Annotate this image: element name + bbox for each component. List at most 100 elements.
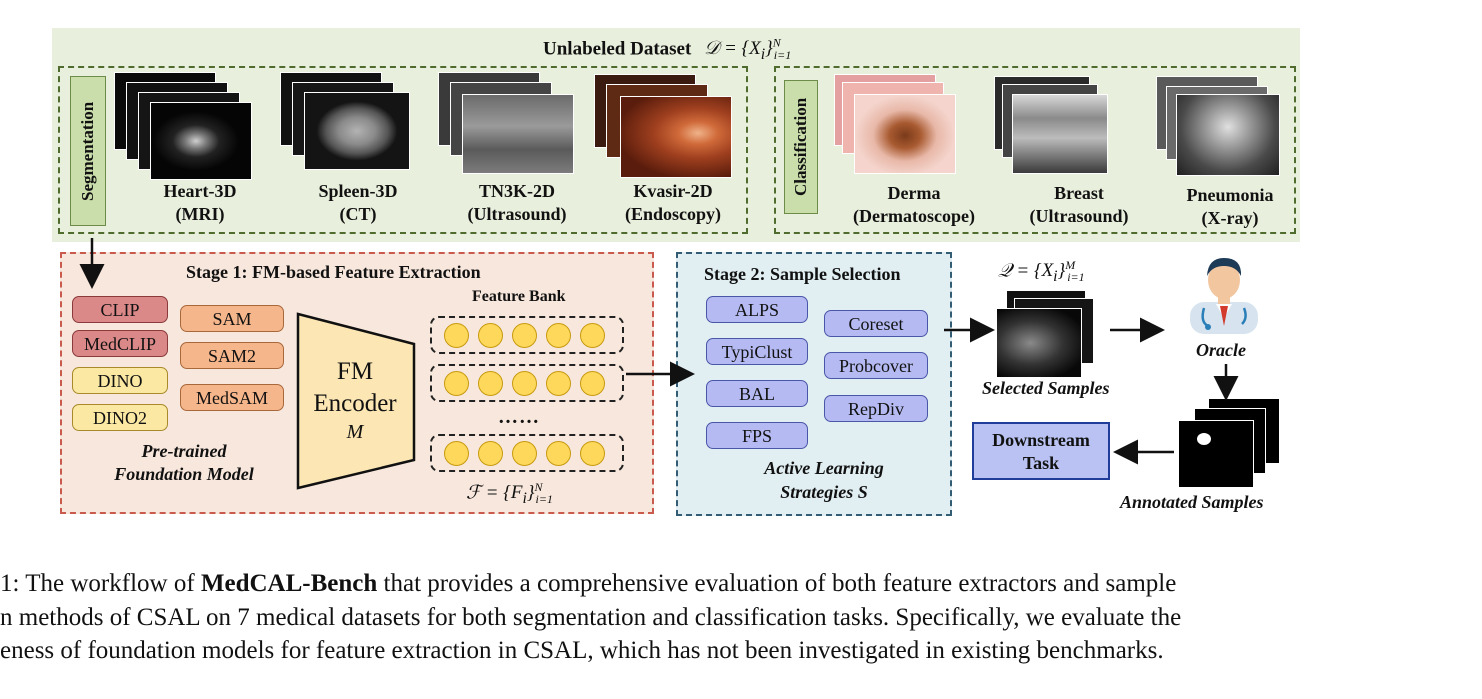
kvasir-name: Kvasir-2D bbox=[633, 181, 713, 201]
pneumonia-modality: (X-ray) bbox=[1201, 208, 1259, 228]
pretrained-label-line1: Pre-trained bbox=[141, 441, 227, 461]
breast-image-stack bbox=[994, 76, 1112, 180]
model-sam2: SAM2 bbox=[180, 342, 284, 369]
pretrained-label-line2: Foundation Model bbox=[114, 464, 254, 484]
pneumonia-name: Pneumonia bbox=[1186, 185, 1274, 205]
pneumonia-image-stack bbox=[1156, 76, 1280, 180]
strategy-typiclust: TypiClust bbox=[706, 338, 808, 365]
feature-circle bbox=[444, 441, 469, 466]
tn3k-caption: TN3K-2D (Ultrasound) bbox=[452, 180, 582, 226]
breast-caption: Breast (Ultrasound) bbox=[1010, 182, 1148, 228]
segmentation-group bbox=[58, 66, 748, 234]
feature-circle bbox=[444, 371, 469, 396]
feature-ellipsis: …… bbox=[498, 406, 540, 428]
feature-circle bbox=[546, 371, 571, 396]
caption-line1-prefix: 1: The workflow of bbox=[0, 570, 201, 597]
strategy-repdiv: RepDiv bbox=[824, 395, 928, 422]
feature-bank-label: Feature Bank bbox=[472, 288, 566, 305]
feature-circle bbox=[478, 371, 503, 396]
feature-circle bbox=[512, 441, 537, 466]
feature-circle bbox=[580, 323, 605, 348]
downstream-line1: Downstream bbox=[992, 430, 1090, 450]
classification-group bbox=[774, 66, 1296, 234]
kvasir-image-stack bbox=[594, 74, 736, 178]
tn3k-modality: (Ultrasound) bbox=[467, 204, 567, 224]
pneumonia-caption: Pneumonia (X-ray) bbox=[1172, 184, 1288, 230]
stage2-title: Stage 2: Sample Selection bbox=[704, 264, 901, 284]
model-dino: DINO bbox=[72, 367, 168, 394]
pretrained-label: Pre-trained Foundation Model bbox=[94, 440, 274, 486]
kvasir-caption: Kvasir-2D (Endoscopy) bbox=[608, 180, 738, 226]
dataset-title-text: Unlabeled Dataset bbox=[543, 38, 692, 60]
strategies-label: Active Learning Strategies S bbox=[734, 456, 914, 504]
feature-circle bbox=[444, 323, 469, 348]
segmentation-label-box: Segmentation bbox=[70, 76, 106, 226]
selected-samples-stack bbox=[994, 290, 1100, 378]
feature-circle bbox=[512, 323, 537, 348]
heart-image-stack bbox=[114, 72, 254, 180]
annotated-samples-label: Annotated Samples bbox=[1120, 492, 1264, 512]
selected-formula: 𝒬 = {Xi}Mi=1 bbox=[998, 258, 1085, 286]
dataset-formula: 𝒟 = {Xi}Ni=1 bbox=[704, 36, 792, 64]
tn3k-name: TN3K-2D bbox=[479, 181, 555, 201]
strategy-coreset: Coreset bbox=[824, 310, 928, 337]
fm-encoder-symbol: M bbox=[346, 421, 364, 443]
downstream-task-box: Downstream Task bbox=[972, 422, 1110, 480]
caption-line-3: eness of foundation models for feature e… bbox=[0, 637, 1164, 664]
feature-circle bbox=[512, 371, 537, 396]
strategies-label-line1: Active Learning bbox=[764, 458, 884, 478]
heart-modality: (MRI) bbox=[175, 204, 225, 224]
derma-caption: Derma (Dermatoscope) bbox=[840, 182, 988, 228]
strategy-fps: FPS bbox=[706, 422, 808, 449]
downstream-line2: Task bbox=[1022, 453, 1060, 473]
strategies-label-line2: Strategies bbox=[780, 482, 854, 502]
feature-circle bbox=[478, 323, 503, 348]
model-clip: CLIP bbox=[72, 296, 168, 323]
strategy-probcover: Probcover bbox=[824, 352, 928, 379]
fm-encoder-line2: Encoder bbox=[313, 390, 397, 417]
dataset-title: Unlabeled Dataset 𝒟 = {Xi}Ni=1 bbox=[543, 36, 791, 64]
caption-line-1: 1: The workflow of MedCAL-Bench that pro… bbox=[0, 570, 1176, 598]
kvasir-modality: (Endoscopy) bbox=[624, 204, 722, 224]
derma-modality: (Dermatoscope) bbox=[853, 206, 975, 226]
feature-row-3 bbox=[430, 434, 624, 472]
breast-name: Breast bbox=[1054, 183, 1104, 203]
model-medclip: MedCLIP bbox=[72, 330, 168, 357]
derma-image-stack bbox=[834, 74, 960, 178]
model-medsam: MedSAM bbox=[180, 384, 284, 411]
oracle-label: Oracle bbox=[1196, 340, 1246, 360]
spleen-modality: (CT) bbox=[339, 204, 377, 224]
heart-caption: Heart-3D (MRI) bbox=[140, 180, 260, 226]
doctor-icon bbox=[1190, 258, 1258, 334]
model-sam: SAM bbox=[180, 305, 284, 332]
spleen-caption: Spleen-3D (CT) bbox=[298, 180, 418, 226]
breast-modality: (Ultrasound) bbox=[1029, 206, 1129, 226]
fm-encoder-line1: FM bbox=[336, 358, 374, 385]
caption-bold-name: MedCAL-Bench bbox=[200, 570, 378, 597]
strategies-symbol: S bbox=[857, 482, 868, 502]
strategy-alps: ALPS bbox=[706, 296, 808, 323]
model-dino2: DINO2 bbox=[72, 404, 168, 431]
feature-circle bbox=[546, 323, 571, 348]
feature-circle bbox=[546, 441, 571, 466]
derma-name: Derma bbox=[887, 183, 941, 203]
heart-name: Heart-3D bbox=[163, 181, 237, 201]
fm-encoder-shape bbox=[296, 312, 416, 490]
feature-row-1 bbox=[430, 316, 624, 354]
stage1-title: Stage 1: FM-based Feature Extraction bbox=[186, 262, 481, 282]
spleen-image-stack bbox=[280, 72, 416, 172]
feature-circle bbox=[580, 371, 605, 396]
strategy-bal: BAL bbox=[706, 380, 808, 407]
feature-row-2 bbox=[430, 364, 624, 402]
feature-bank-formula: ℱ = {Fi}Ni=1 bbox=[466, 480, 553, 508]
caption-line1-suffix: that provides a comprehensive evaluation… bbox=[377, 570, 1177, 597]
feature-circle bbox=[478, 441, 503, 466]
annotated-samples-stack bbox=[1178, 398, 1282, 488]
classification-label-box: Classification bbox=[784, 80, 818, 214]
fm-encoder-label: FM Encoder M bbox=[300, 356, 410, 444]
feature-circle bbox=[580, 441, 605, 466]
tn3k-image-stack bbox=[438, 72, 576, 176]
selected-samples-label: Selected Samples bbox=[982, 378, 1110, 398]
caption-line-2: n methods of CSAL on 7 medical datasets … bbox=[0, 604, 1182, 631]
